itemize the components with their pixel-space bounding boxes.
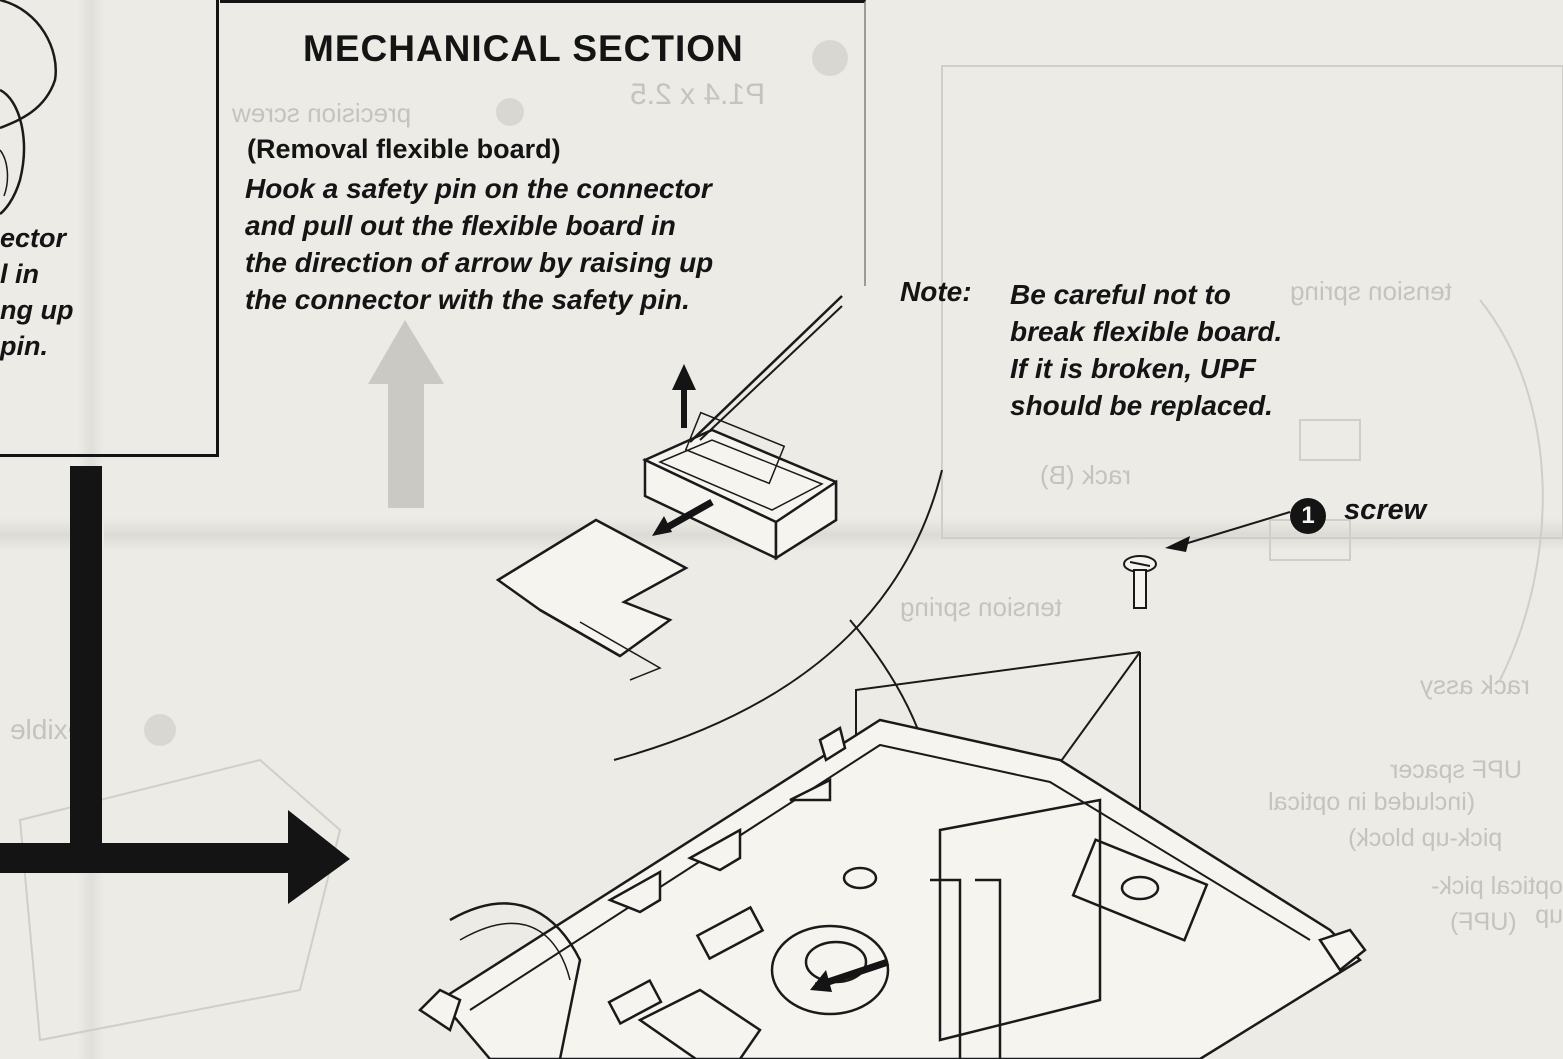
instruction-line: the direction of arrow by raising up xyxy=(245,247,714,278)
text-line: ng up xyxy=(0,295,74,325)
previous-step-box xyxy=(0,0,219,457)
text-line: ector xyxy=(0,223,67,253)
note-label: Note: xyxy=(900,276,972,307)
text-line: pin. xyxy=(0,331,48,361)
section-title: MECHANICAL SECTION xyxy=(303,28,744,69)
instruction-line: and pull out the flexible board in xyxy=(245,210,676,241)
instruction-text: Hook a safety pin on the connector and p… xyxy=(245,170,713,318)
partial-drawing xyxy=(0,88,26,215)
flexible-board xyxy=(495,518,689,681)
removal-title: (Removal flexible board) xyxy=(247,134,561,164)
note-text: Be careful not to break flexible board. … xyxy=(1010,276,1282,424)
previous-step-text: ector l in ng up pin. xyxy=(0,220,73,364)
up-arrow xyxy=(672,364,696,428)
mechanism-chassis xyxy=(418,718,1367,1059)
screw-label: screw xyxy=(1344,494,1427,526)
connector-illustration xyxy=(642,411,838,561)
note-line: should be replaced. xyxy=(1010,390,1273,421)
instruction-line: the connector with the safety pin. xyxy=(245,284,690,315)
screw-illustration xyxy=(1123,555,1157,609)
note-line: Be careful not to xyxy=(1010,279,1231,310)
bleed-through-arrow xyxy=(368,320,444,508)
direction-arrow-large xyxy=(0,466,350,904)
note-line: break flexible board. xyxy=(1010,316,1283,347)
note-line: If it is broken, UPF xyxy=(1010,353,1256,384)
screw-number-badge: 1 xyxy=(1290,498,1326,534)
instruction-line: Hook a safety pin on the connector xyxy=(245,173,712,204)
pull-arrow xyxy=(664,498,714,532)
safety-pin xyxy=(689,295,843,443)
text-line: l in xyxy=(0,259,39,289)
section-box xyxy=(220,0,866,286)
